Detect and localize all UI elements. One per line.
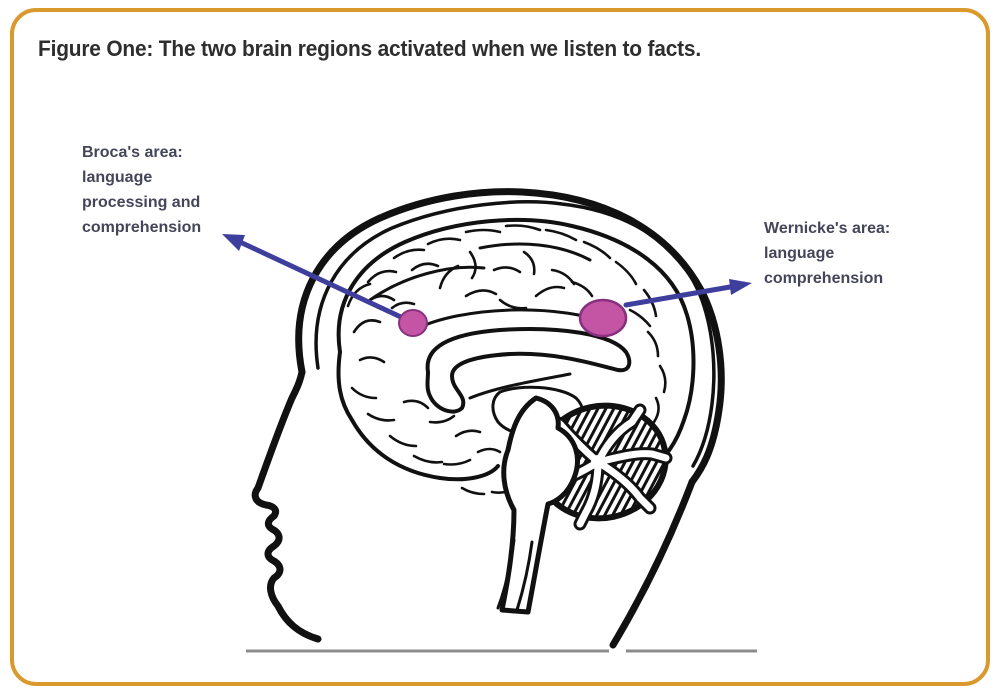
figure-title: Figure One: The two brain regions activa… <box>38 36 701 61</box>
wernicke-label-line: comprehension <box>764 270 884 287</box>
gyri-squiggles <box>346 224 667 496</box>
spinal-cord-lines <box>496 538 534 612</box>
fornix-line <box>468 372 572 400</box>
broca-label-line: language <box>82 169 153 186</box>
broca-label-line: comprehension <box>82 219 202 236</box>
brain-outline <box>336 217 696 482</box>
head-outline <box>295 188 725 486</box>
face-profile <box>251 368 322 643</box>
broca-label-line: Broca's area: <box>82 144 183 161</box>
wernicke-region-marker <box>578 298 628 338</box>
wernicke-label-line: language <box>764 245 835 262</box>
neck-back-line <box>609 478 696 649</box>
corpus-callosum <box>425 326 632 414</box>
broca-region-marker <box>398 309 428 337</box>
brainstem <box>499 395 580 615</box>
broca-arrow <box>222 234 406 321</box>
wernicke-arrow <box>623 279 752 308</box>
broca-label-line: processing and <box>82 194 201 211</box>
inner-skull-line <box>314 200 716 468</box>
broca-area-label: Broca's area: language processing and co… <box>82 140 252 240</box>
wernicke-area-label: Wernicke's area: language comprehension <box>764 216 954 291</box>
wernicke-label-line: Wernicke's area: <box>764 220 891 237</box>
